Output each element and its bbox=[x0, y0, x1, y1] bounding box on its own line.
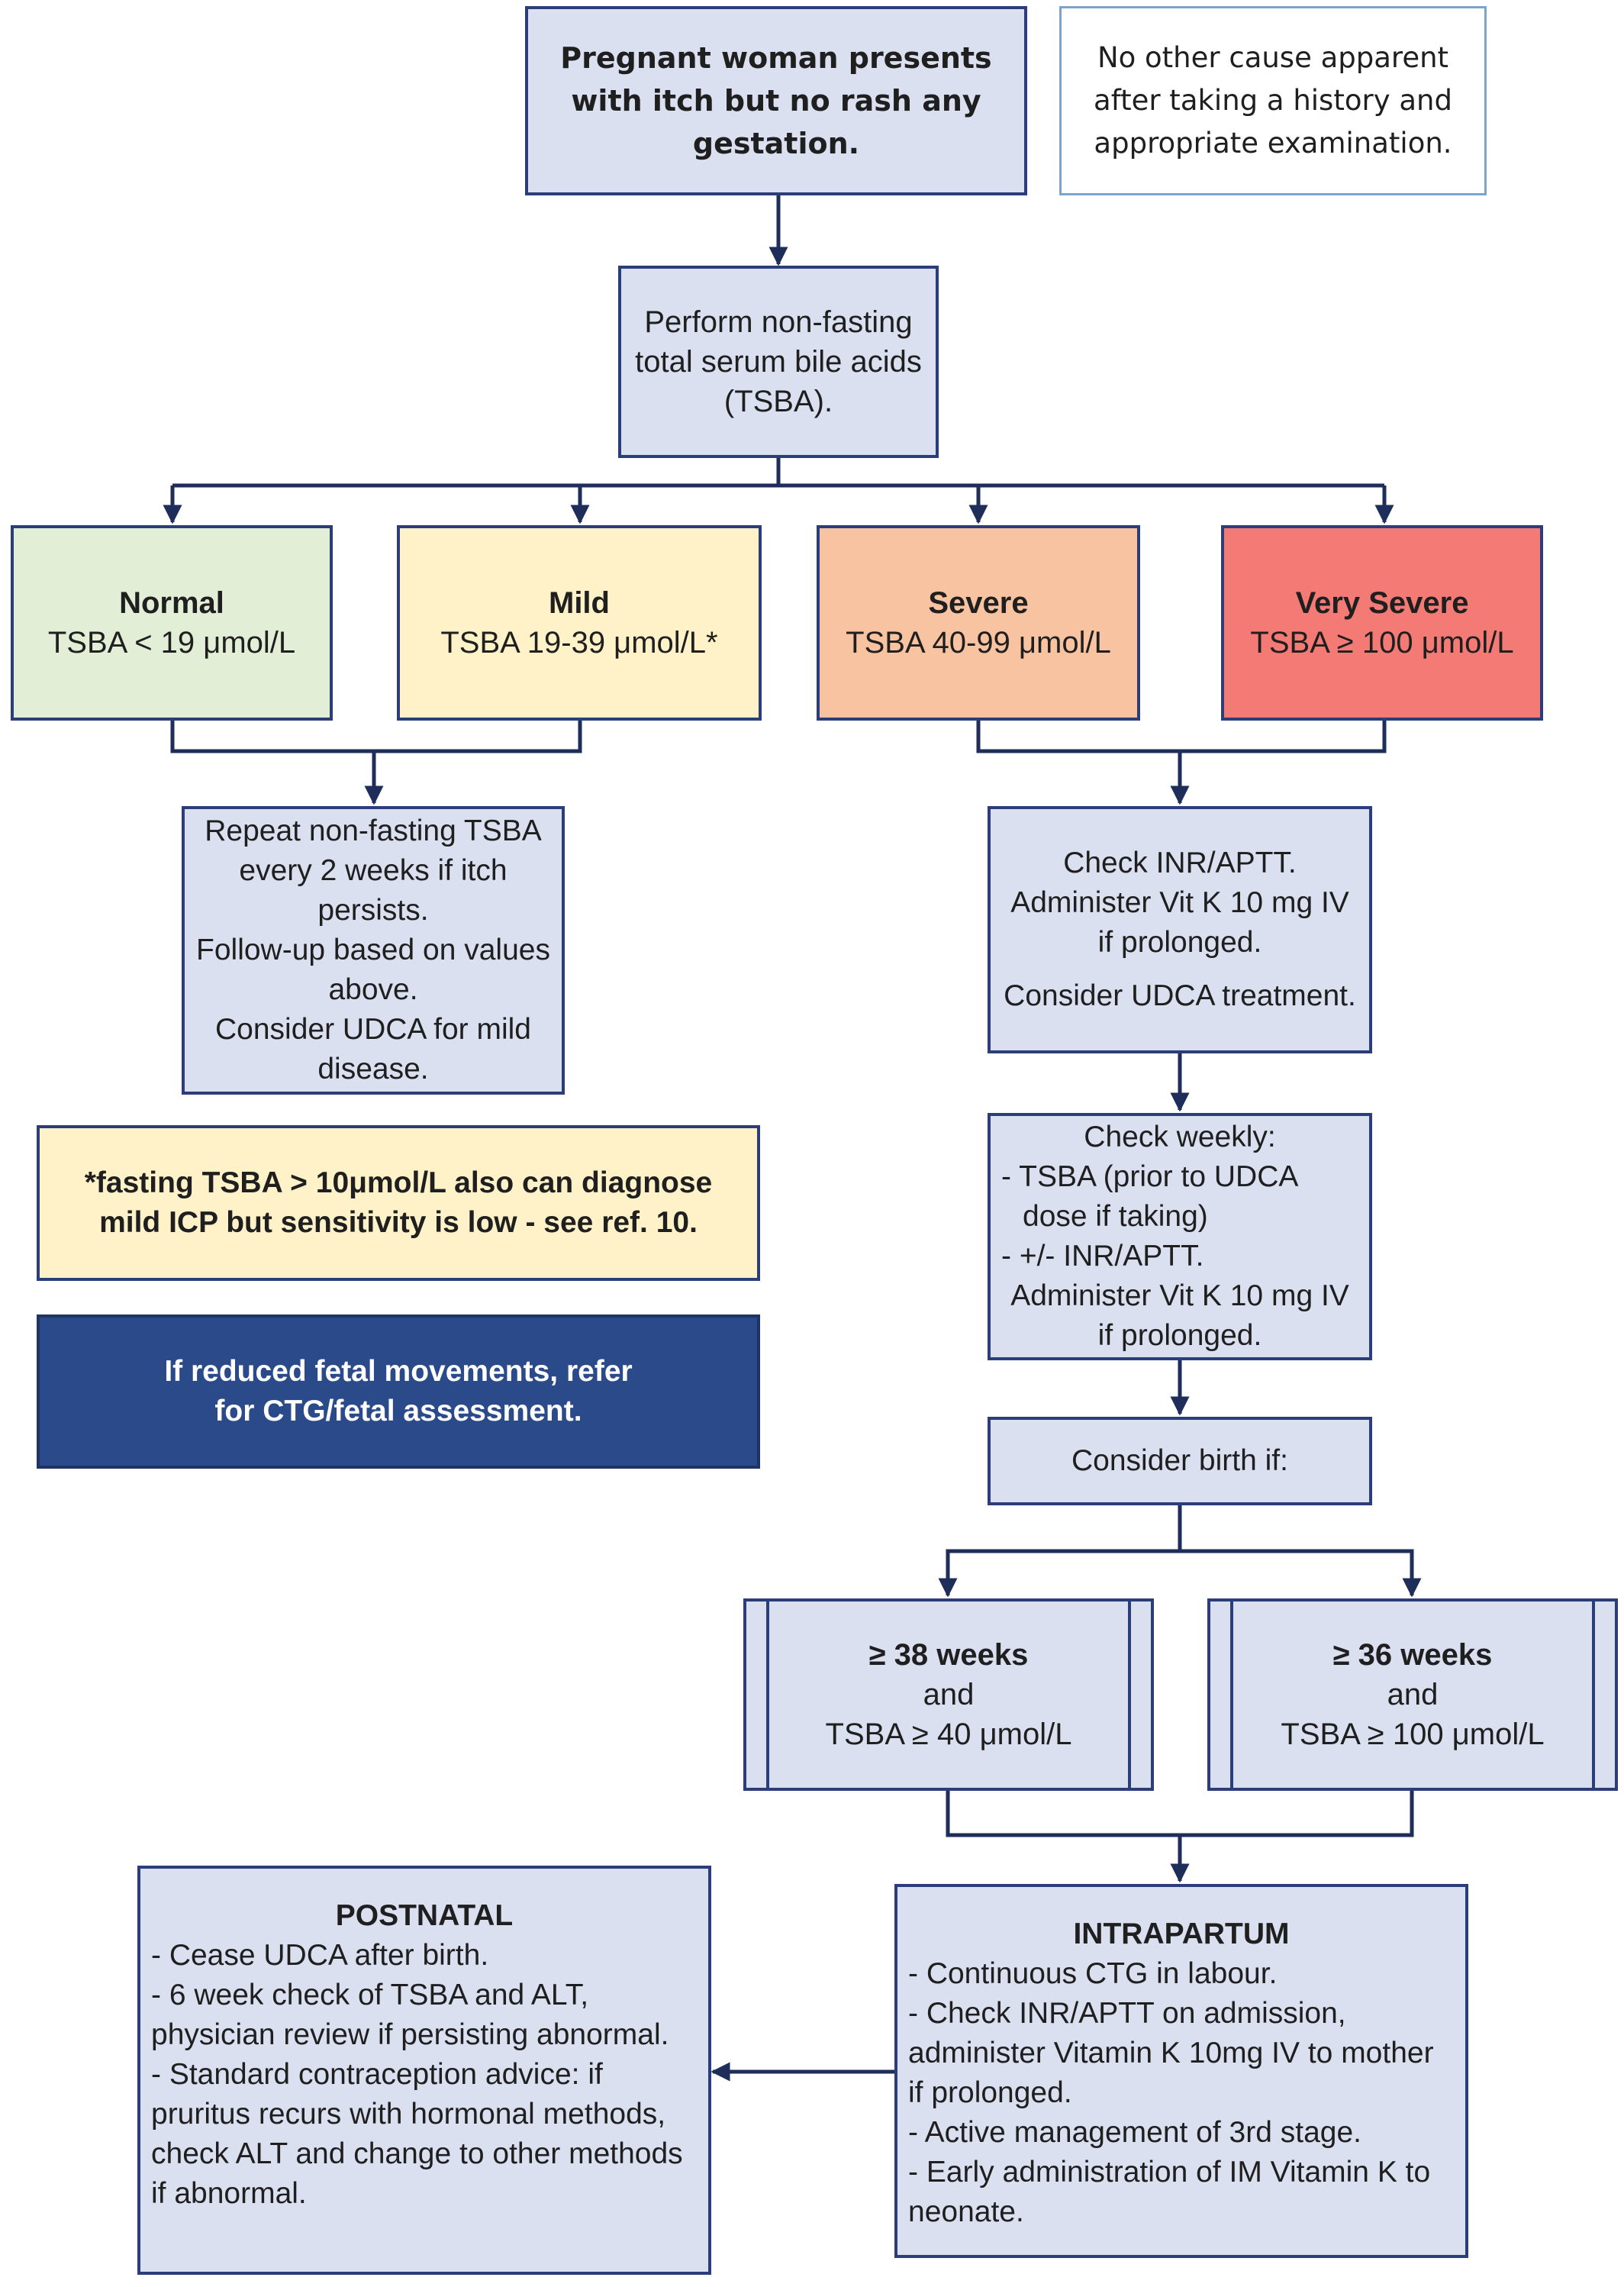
note-top-box: No other cause apparent after taking a h… bbox=[1059, 6, 1487, 195]
weeks-38-and: and bbox=[923, 1678, 975, 1711]
weeks-36-value: TSBA ≥ 100 μmol/L bbox=[1281, 1718, 1545, 1751]
weekly-item-1b: dose if taking) bbox=[1023, 1200, 1208, 1233]
postnatal-item-3: - Standard contraception advice: if prur… bbox=[151, 2058, 683, 2210]
category-mild-name: Mild bbox=[549, 586, 610, 620]
start-text: Pregnant woman presents with itch but no… bbox=[560, 41, 992, 160]
repeat-line-2: Follow-up based on values above. bbox=[196, 934, 550, 1006]
category-severe: Severe TSBA 40-99 μmol/L bbox=[817, 525, 1140, 721]
repeat-line-1: Repeat non-fasting TSBA every 2 weeks if… bbox=[205, 814, 542, 927]
postnatal-item-1: - Cease UDCA after birth. bbox=[151, 1939, 489, 1972]
footnote-box: *fasting TSBA > 10μmol/L also can diagno… bbox=[37, 1125, 760, 1281]
weeks-36-title: ≥ 36 weeks bbox=[1332, 1638, 1493, 1672]
postnatal-item-2: - 6 week check of TSBA and ALT, physicia… bbox=[151, 1979, 669, 2051]
intrapartum-box: INTRAPARTUM - Continuous CTG in labour. … bbox=[894, 1884, 1468, 2258]
line-severe-merge bbox=[976, 721, 1387, 753]
repeat-tsba-box: Repeat non-fasting TSBA every 2 weeks if… bbox=[182, 806, 565, 1095]
intrapartum-item-3: - Active management of 3rd stage. bbox=[908, 2116, 1361, 2149]
weeks-36-box: ≥ 36 weeks and TSBA ≥ 100 μmol/L bbox=[1207, 1598, 1618, 1791]
line-weeks-merge bbox=[946, 1791, 1414, 1837]
category-very-severe: Very Severe TSBA ≥ 100 μmol/L bbox=[1221, 525, 1543, 721]
category-very-severe-name: Very Severe bbox=[1295, 586, 1469, 620]
postnatal-title: POSTNATAL bbox=[335, 1899, 514, 1932]
line-birth-split bbox=[938, 1505, 1182, 1598]
category-mild-range: TSBA 19-39 μmol/L* bbox=[440, 626, 718, 660]
intrapartum-item-2: - Check INR/APTT on admission, administe… bbox=[908, 1997, 1434, 2109]
weeks-38-value: TSBA ≥ 40 μmol/L bbox=[825, 1718, 1072, 1751]
category-normal-range: TSBA < 19 μmol/L bbox=[47, 626, 296, 660]
category-severe-name: Severe bbox=[928, 586, 1029, 620]
line-normal-mild-merge bbox=[170, 721, 582, 753]
perform-tsba-box: Perform non-fasting total serum bile aci… bbox=[618, 266, 939, 458]
footnote-text: *fasting TSBA > 10μmol/L also can diagno… bbox=[84, 1166, 713, 1239]
category-normal: Normal TSBA < 19 μmol/L bbox=[11, 525, 333, 721]
weeks-38-box: ≥ 38 weeks and TSBA ≥ 40 μmol/L bbox=[743, 1598, 1154, 1791]
consider-birth-text: Consider birth if: bbox=[1071, 1444, 1288, 1477]
category-severe-range: TSBA 40-99 μmol/L bbox=[846, 626, 1111, 660]
start-box: Pregnant woman presents with itch but no… bbox=[525, 6, 1027, 195]
consider-birth-box: Consider birth if: bbox=[988, 1417, 1372, 1505]
line-birth-split-right bbox=[1180, 1549, 1422, 1598]
weekly-item-1: - TSBA (prior to UDCA bbox=[1001, 1160, 1299, 1193]
weekly-title: Check weekly: bbox=[1084, 1121, 1276, 1153]
check-inr-line-1: Check INR/APTT. Administer Vit K 10 mg I… bbox=[1010, 847, 1349, 959]
intrapartum-item-4: - Early administration of IM Vitamin K t… bbox=[908, 2156, 1431, 2228]
fetal-text: If reduced fetal movements, refer for CT… bbox=[164, 1355, 633, 1427]
weeks-38-title: ≥ 38 weeks bbox=[868, 1638, 1029, 1672]
check-inr-box: Check INR/APTT. Administer Vit K 10 mg I… bbox=[988, 806, 1372, 1053]
fetal-movements-box: If reduced fetal movements, refer for CT… bbox=[37, 1314, 760, 1469]
check-weekly-box: Check weekly: - TSBA (prior to UDCA dose… bbox=[988, 1113, 1372, 1360]
perform-text: Perform non-fasting total serum bile aci… bbox=[635, 305, 922, 418]
weeks-36-and: and bbox=[1387, 1678, 1439, 1711]
note-top-text: No other cause apparent after taking a h… bbox=[1094, 41, 1452, 160]
weekly-item-2: - +/- INR/APTT. bbox=[1001, 1240, 1204, 1273]
postnatal-box: POSTNATAL - Cease UDCA after birth. - 6 … bbox=[137, 1866, 711, 2275]
check-inr-line-2: Consider UDCA treatment. bbox=[1004, 979, 1356, 1012]
category-normal-name: Normal bbox=[119, 586, 224, 620]
intrapartum-title: INTRAPARTUM bbox=[1073, 1918, 1290, 1950]
category-mild: Mild TSBA 19-39 μmol/L* bbox=[397, 525, 762, 721]
category-very-severe-range: TSBA ≥ 100 μmol/L bbox=[1250, 626, 1514, 660]
intrapartum-item-1: - Continuous CTG in labour. bbox=[908, 1957, 1278, 1990]
weekly-item-2b: Administer Vit K 10 mg IV if prolonged. bbox=[1010, 1279, 1349, 1352]
repeat-line-3: Consider UDCA for mild disease. bbox=[215, 1013, 531, 1085]
